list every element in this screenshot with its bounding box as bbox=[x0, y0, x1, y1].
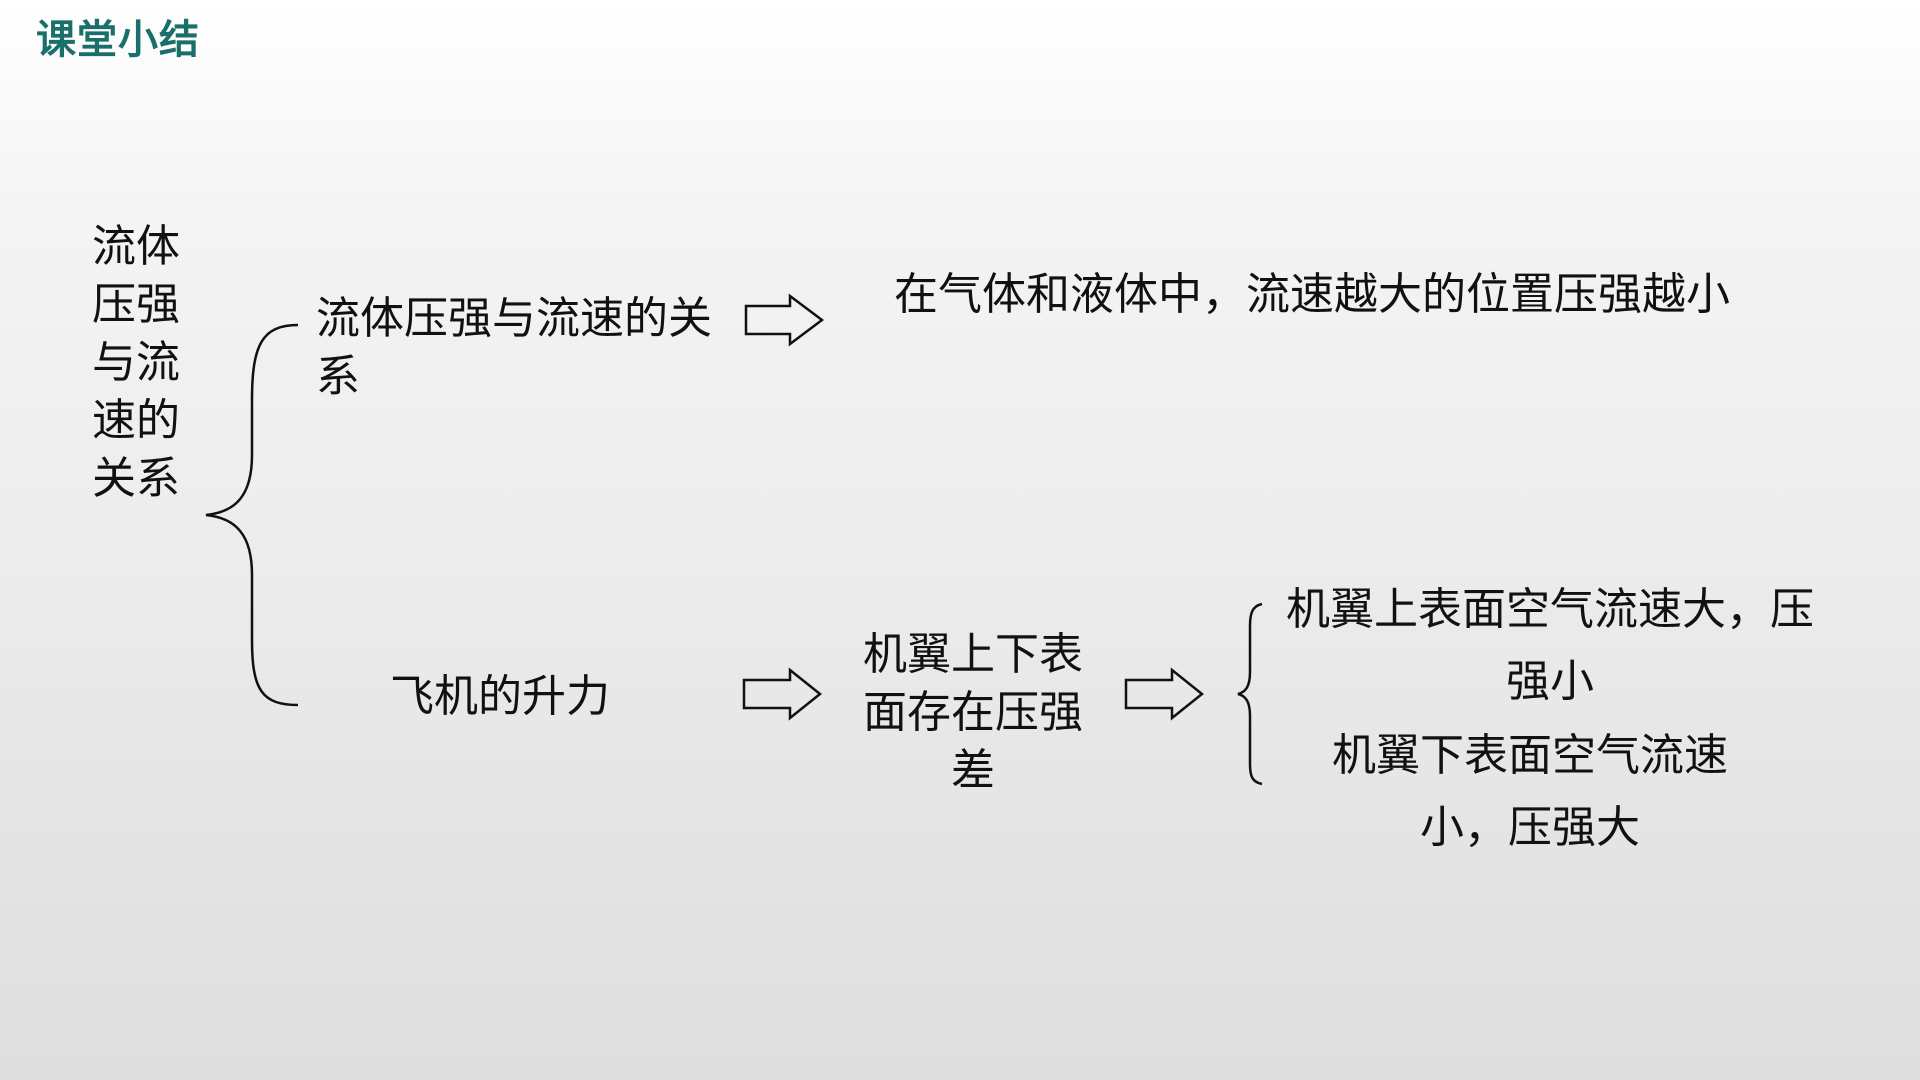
page-title: 课堂小结 bbox=[36, 17, 200, 63]
main-brace bbox=[205, 323, 299, 707]
outcome-brace bbox=[1237, 602, 1263, 786]
arrow-icon bbox=[1124, 667, 1205, 721]
upper-wing-outcome: 机翼上表面空气流速大，压强小 bbox=[1286, 584, 1814, 707]
pressure-difference-text: 机翼上下表面存在压强差 bbox=[863, 629, 1083, 796]
conclusion-text: 在气体和液体中，流速越大的位置压强越小 bbox=[894, 269, 1730, 320]
lower-wing-outcome: 机翼下表面空气流速小，压强大 bbox=[1332, 730, 1728, 853]
branch-airplane-lift: 飞机的升力 bbox=[390, 671, 610, 722]
branch-pressure-velocity: 流体压强与流速的关系 bbox=[316, 293, 712, 402]
arrow-icon bbox=[742, 667, 823, 721]
root-concept: 流体压强与流速的关系 bbox=[92, 221, 180, 504]
arrow-icon bbox=[744, 293, 825, 347]
